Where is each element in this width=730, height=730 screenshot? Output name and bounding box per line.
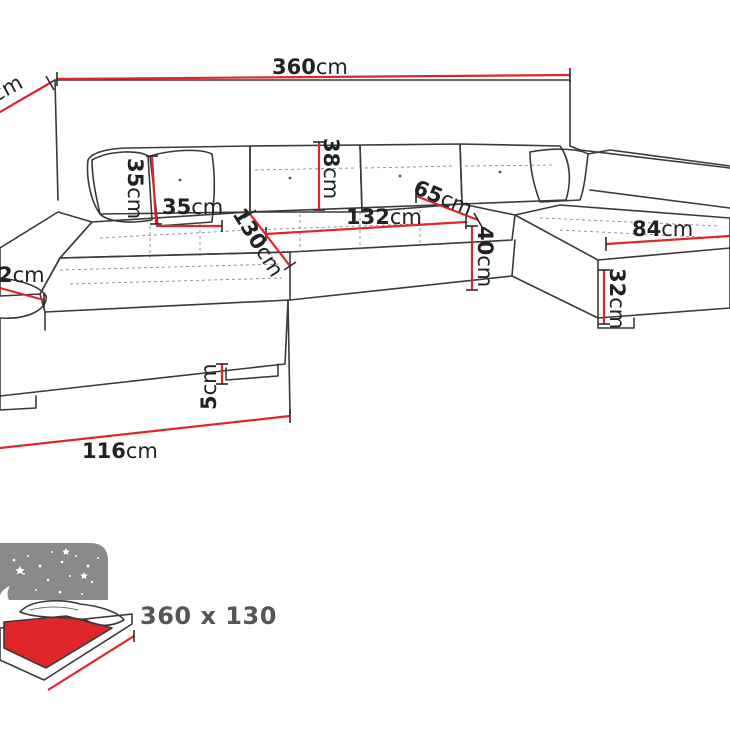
label-seat-width: 132cm	[346, 205, 422, 229]
bed-size-label: 360 x 130	[140, 602, 277, 630]
bed-base	[0, 613, 133, 681]
stars-icon	[12, 548, 99, 595]
sofa-base	[289, 275, 513, 301]
right-chaise	[511, 149, 730, 329]
label-cushion-height: 35cm	[123, 158, 147, 219]
moon-icon	[0, 586, 35, 621]
dimension-lines	[0, 68, 730, 450]
left-chaise	[0, 211, 291, 415]
label-left-chaise-depth: 130cm	[228, 204, 289, 281]
label-right-chaise-height: 32cm	[605, 268, 629, 329]
bed-mattress	[4, 616, 112, 668]
bed-night-sky-icon	[0, 543, 135, 691]
label-cushion-width: 35cm	[162, 195, 223, 219]
right-pillow	[529, 148, 589, 203]
label-total-width: 360cm	[272, 55, 348, 79]
label-armrest-height: 2cm	[0, 263, 45, 287]
label-backrest-height: 38cm	[319, 138, 343, 199]
label-right-chaise-width: 84cm	[632, 217, 693, 241]
night-sky-panel	[0, 543, 108, 600]
bed-pillow	[19, 599, 125, 627]
label-leg-height: 5cm	[197, 363, 221, 410]
label-left-depth: cm	[0, 70, 27, 106]
sofa-drawing	[0, 79, 730, 415]
label-left-section-width: 116cm	[82, 439, 158, 463]
dimension-labels: 360cm cm 35cm 35cm 38cm 132cm 65cm 130cm…	[0, 55, 693, 463]
label-seat-height: 40cm	[473, 226, 497, 287]
